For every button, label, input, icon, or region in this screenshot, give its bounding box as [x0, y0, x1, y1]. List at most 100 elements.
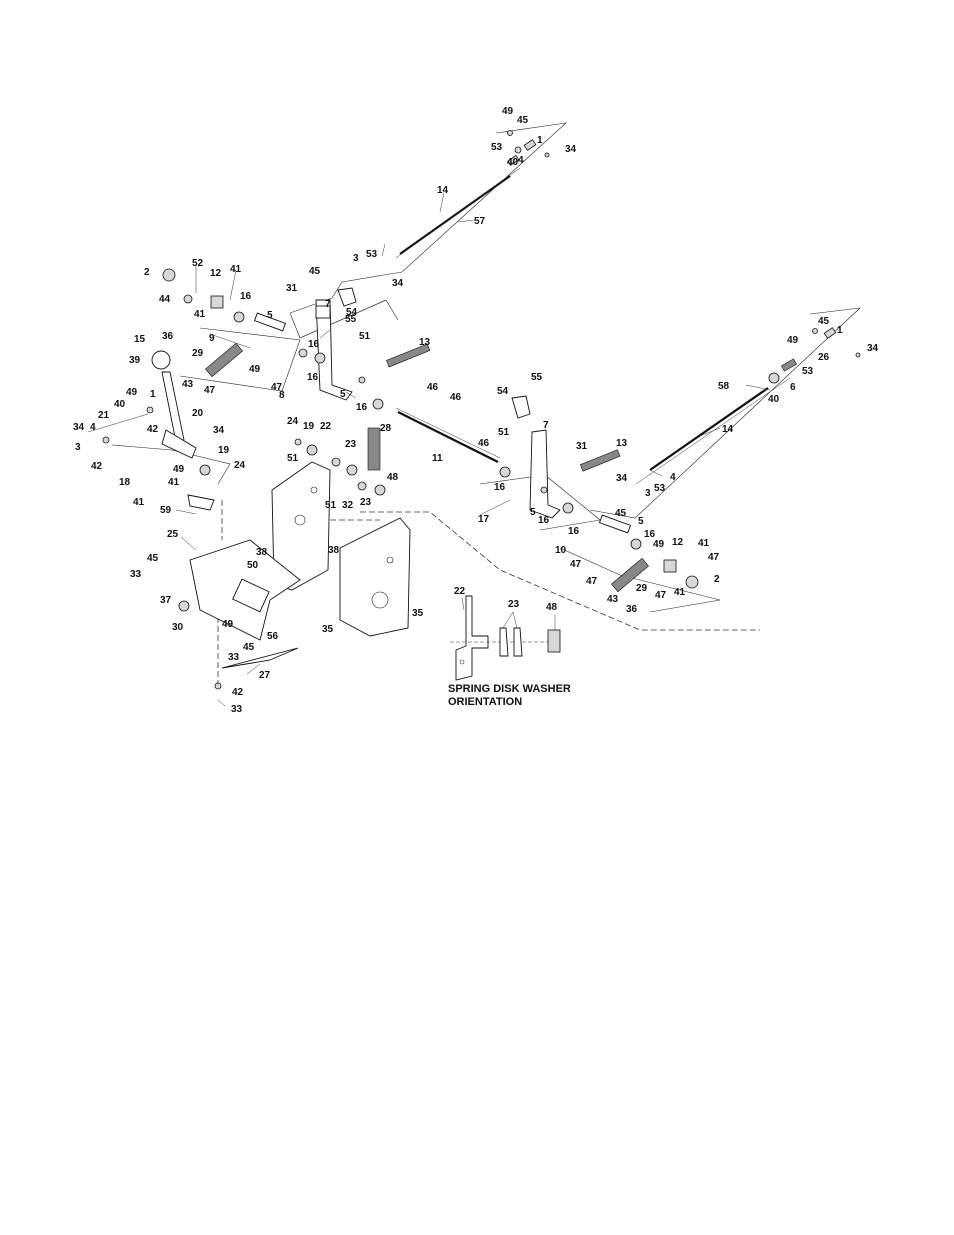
callout-13: 13 — [419, 337, 431, 348]
callout-34: 34 — [565, 144, 577, 155]
callout-16: 16 — [240, 291, 252, 302]
callout-29: 29 — [192, 348, 204, 359]
callout-1: 1 — [150, 389, 156, 400]
callout-53: 53 — [654, 483, 666, 494]
callout-36: 36 — [626, 604, 638, 615]
callout-49: 49 — [222, 619, 234, 630]
callout-54: 54 — [346, 307, 358, 318]
callout-labels: 1 1 1 2 2 3 3 3 4 4 4 5 5 5 5 6 7 7 8 9 … — [73, 106, 879, 715]
callout-42: 42 — [232, 687, 244, 698]
callout-16: 16 — [494, 482, 506, 493]
callout-30: 30 — [172, 622, 184, 633]
callout-55: 55 — [531, 372, 543, 383]
callout-7: 7 — [325, 299, 331, 310]
callout-34: 34 — [392, 278, 404, 289]
callout-57: 57 — [474, 216, 486, 227]
callout-45: 45 — [615, 508, 627, 519]
springs — [205, 342, 649, 593]
callout-41: 41 — [133, 497, 145, 508]
callout-16: 16 — [538, 515, 550, 526]
callout-5: 5 — [638, 516, 644, 527]
callout-16: 16 — [308, 339, 320, 350]
callout-5: 5 — [267, 310, 273, 321]
callout-40: 40 — [114, 399, 126, 410]
callout-50: 50 — [247, 560, 259, 571]
right-pivot-bracket — [499, 395, 574, 519]
callout-58: 58 — [718, 381, 730, 392]
callout-4: 4 — [518, 155, 524, 166]
callout-45: 45 — [818, 316, 830, 327]
callout-34: 34 — [616, 473, 628, 484]
callout-45: 45 — [243, 642, 255, 653]
callout-5: 5 — [340, 389, 346, 400]
callout-41: 41 — [194, 309, 206, 320]
callout-53: 53 — [802, 366, 814, 377]
cross-shaft — [395, 407, 501, 463]
callout-33: 33 — [130, 569, 142, 580]
callout-2: 2 — [714, 574, 720, 585]
callout-51: 51 — [359, 331, 371, 342]
callout-21: 21 — [98, 410, 110, 421]
dashed-assembly-paths — [217, 500, 760, 686]
callout-29: 29 — [636, 583, 648, 594]
callout-24: 24 — [234, 460, 246, 471]
washer-orientation-inset: 22 23 48 SPRING DISK WASHER ORIENTATION — [448, 586, 571, 708]
callout-44: 44 — [159, 294, 171, 305]
left-pivot-arm — [162, 268, 308, 358]
callout-5: 5 — [530, 507, 536, 518]
callout-41: 41 — [674, 587, 686, 598]
left-lever-group-outline — [111, 444, 231, 485]
upper-rod-group-outline — [289, 122, 567, 339]
callout-23: 23 — [360, 497, 372, 508]
callout-43: 43 — [607, 594, 619, 605]
callout-26: 26 — [818, 352, 830, 363]
callout-47: 47 — [204, 385, 216, 396]
callout-2: 2 — [144, 267, 150, 278]
callout-34: 34 — [213, 425, 225, 436]
callout-32: 32 — [342, 500, 354, 511]
callout-41: 41 — [698, 538, 710, 549]
callout-41: 41 — [230, 264, 242, 275]
callout-3: 3 — [645, 488, 651, 499]
callout-51: 51 — [287, 453, 299, 464]
callout-4: 4 — [90, 422, 96, 433]
callout-49: 49 — [787, 335, 799, 346]
callout-27: 27 — [259, 670, 271, 681]
callout-16: 16 — [307, 372, 319, 383]
callout-3: 3 — [353, 253, 359, 264]
callout-46: 46 — [478, 438, 490, 449]
callout-37: 37 — [160, 595, 172, 606]
callout-49: 49 — [653, 539, 665, 550]
callout-46: 46 — [450, 392, 462, 403]
callout-7: 7 — [543, 420, 549, 431]
washer-note-line2: ORIENTATION — [448, 696, 522, 708]
callout-47: 47 — [708, 552, 720, 563]
callout-19: 19 — [303, 421, 315, 432]
callout-36: 36 — [162, 331, 174, 342]
callout-45: 45 — [147, 553, 159, 564]
callout-6: 6 — [790, 382, 796, 393]
right-side-plate — [339, 517, 411, 637]
callout-35: 35 — [322, 624, 334, 635]
callout-49: 49 — [249, 364, 261, 375]
callout-47: 47 — [655, 590, 667, 601]
callout-42: 42 — [91, 461, 103, 472]
callout-55: 55 — [345, 314, 357, 325]
callout-23: 23 — [345, 439, 357, 450]
callout-43: 43 — [182, 379, 194, 390]
callout-3: 3 — [75, 442, 81, 453]
callout-4: 4 — [670, 472, 676, 483]
upper-control-rod — [395, 130, 550, 259]
callout-54: 54 — [497, 386, 509, 397]
callout-9: 9 — [209, 333, 215, 344]
callout-40: 40 — [507, 157, 519, 168]
inset-callout-22: 22 — [454, 586, 466, 597]
callout-10: 10 — [555, 545, 567, 556]
callout-53: 53 — [366, 249, 378, 260]
callout-41: 41 — [168, 477, 180, 488]
callout-39: 39 — [129, 355, 141, 366]
callout-11: 11 — [432, 453, 443, 464]
washer-note-line1: SPRING DISK WASHER — [448, 683, 571, 695]
callout-24: 24 — [287, 416, 299, 427]
callout-16: 16 — [568, 526, 580, 537]
